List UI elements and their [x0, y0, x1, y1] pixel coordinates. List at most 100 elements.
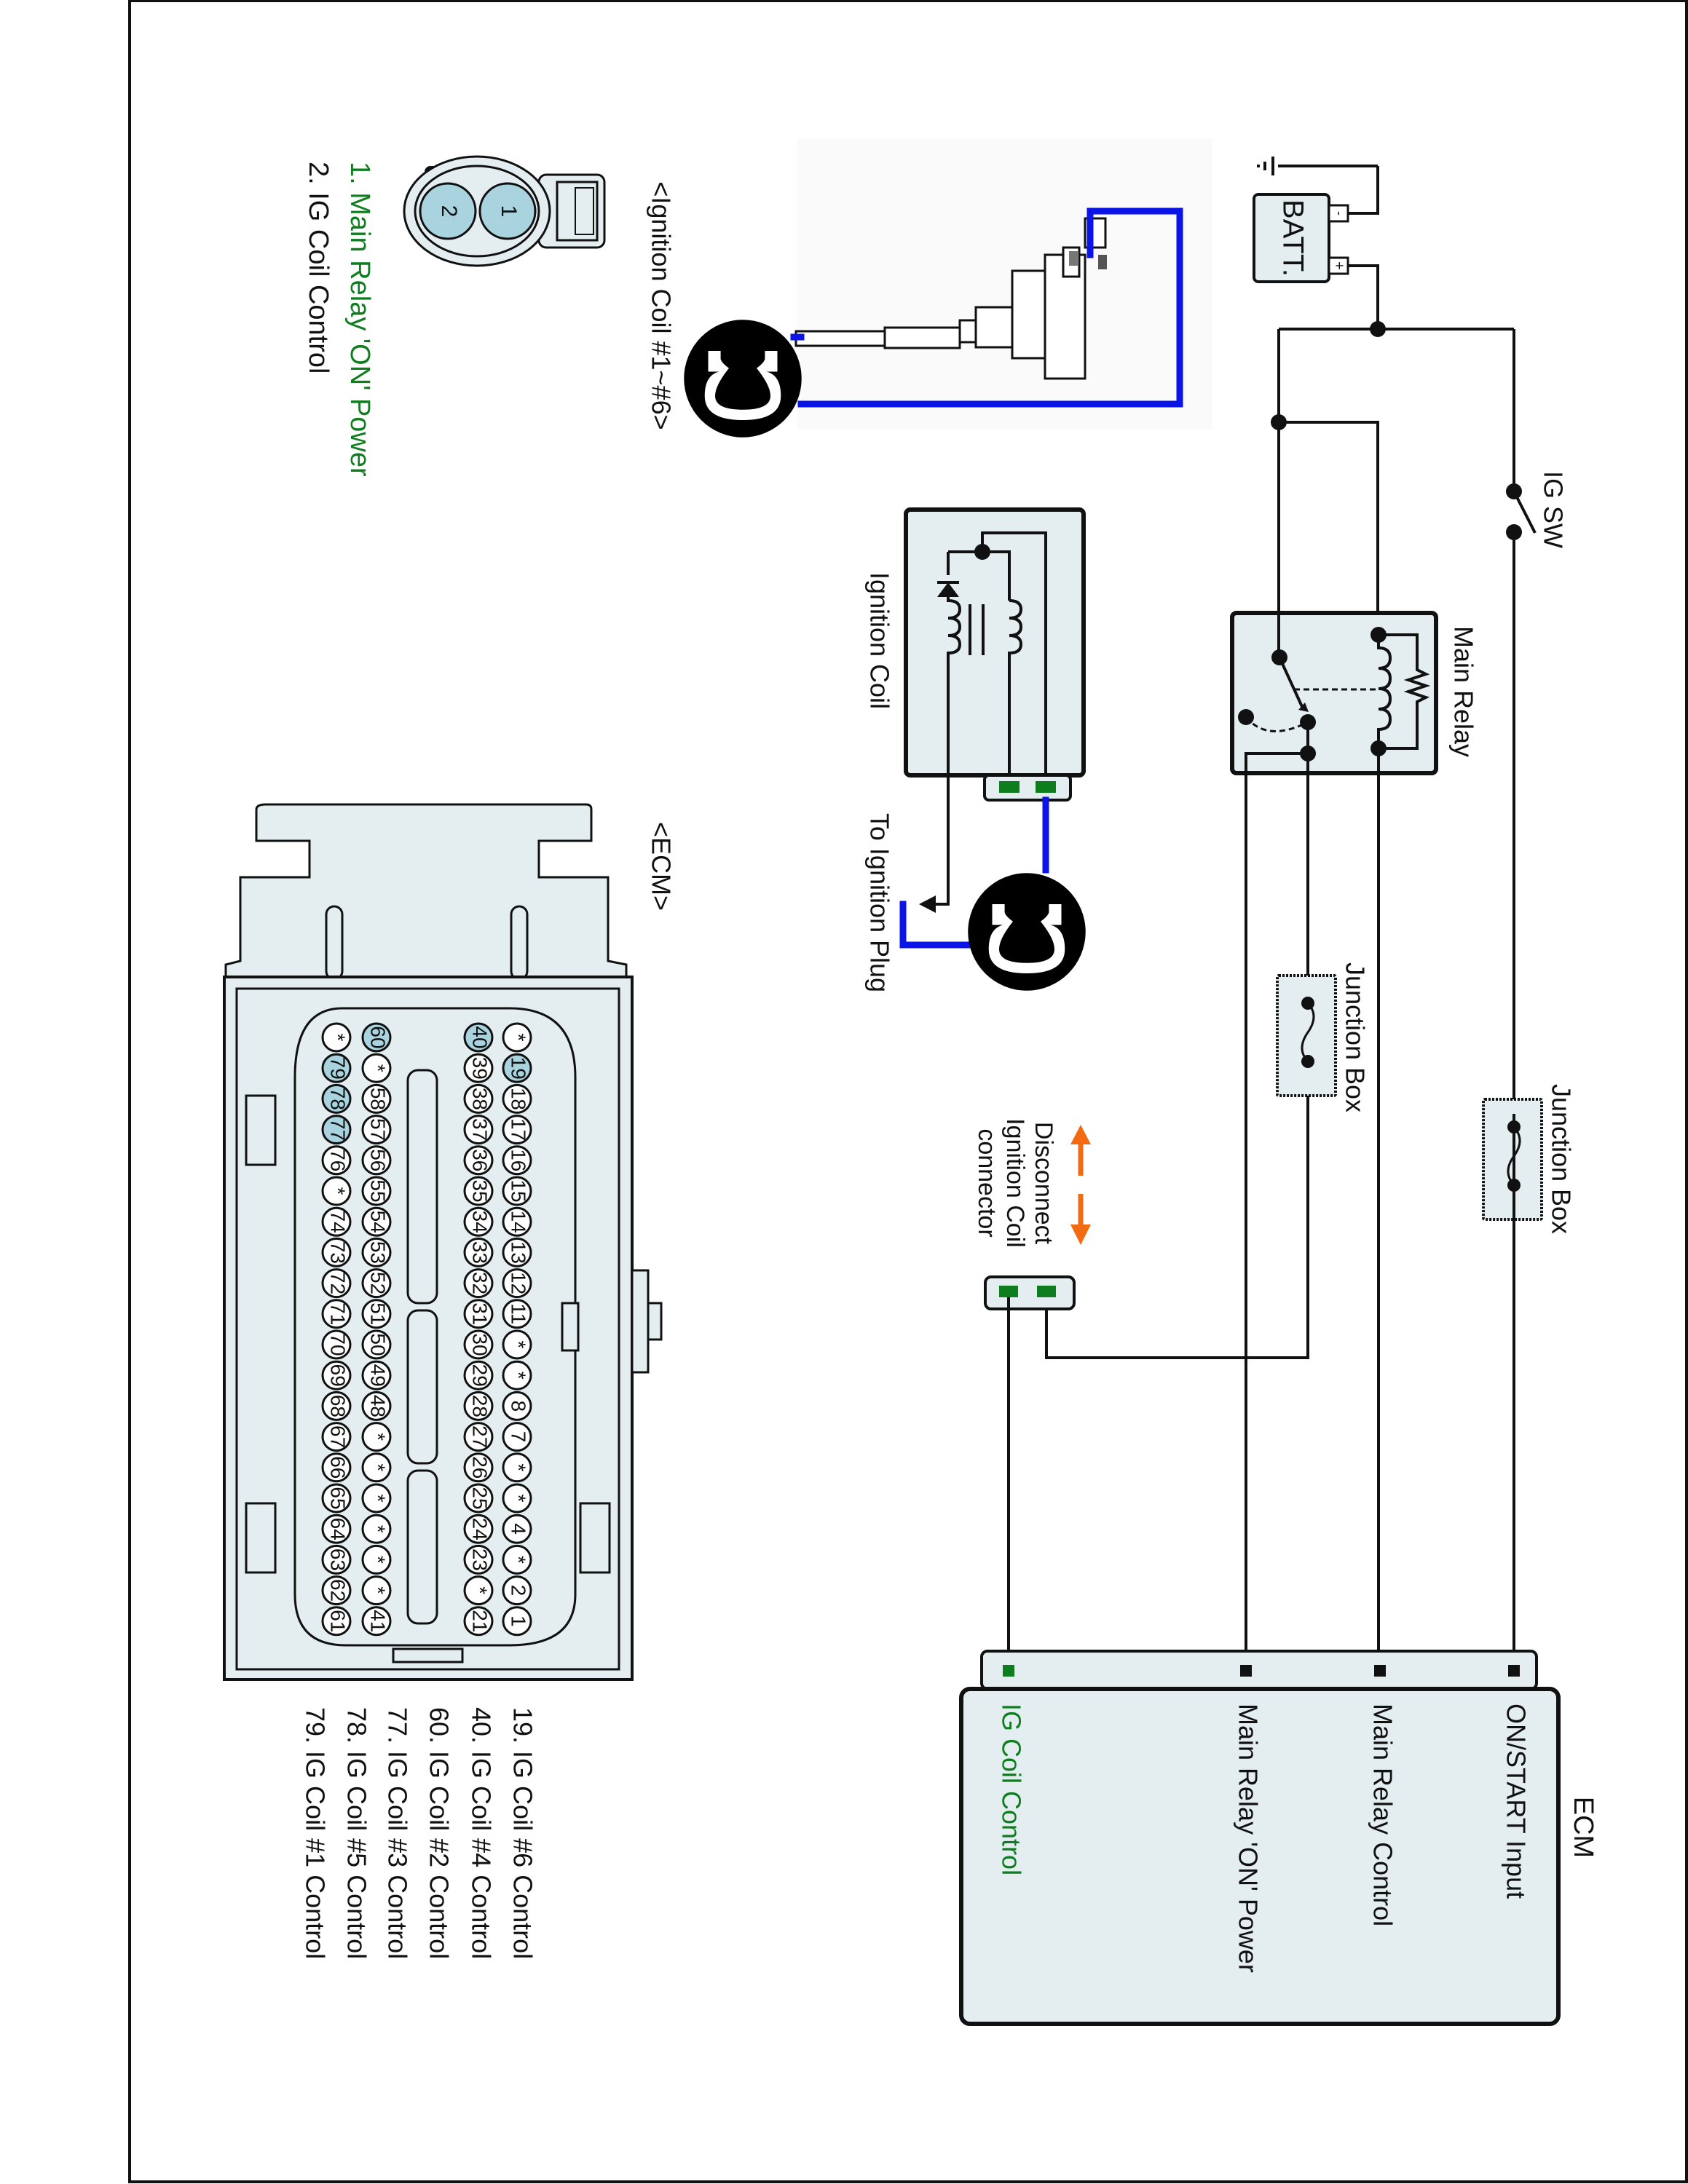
ig-switch-label: IG SW — [1538, 471, 1568, 548]
ecm-pin — [321, 1483, 352, 1514]
ecm-pin-label: 52 — [367, 1272, 390, 1294]
ecm-pin — [321, 1422, 352, 1452]
ecm-pin-label: 70 — [327, 1333, 350, 1356]
main-relay: Main Relay — [1230, 414, 1478, 775]
ecm-pin — [502, 1390, 532, 1421]
ecm-legend-item: 79. IG Coil #1 Control — [300, 1707, 330, 1959]
junction-box-2: Junction Box — [1482, 1084, 1576, 1234]
ecm-pin-label: 7 — [508, 1431, 530, 1443]
ecm-pin — [361, 1390, 392, 1421]
ecm-pin — [361, 1422, 392, 1452]
ecm-pin — [321, 1452, 352, 1483]
ecm-pin — [502, 1268, 532, 1299]
ecm-pin-label: 72 — [327, 1272, 350, 1294]
ignition-coil-schematic: Ignition Coil To Ignition Plug — [864, 507, 1086, 992]
ecm-pin — [361, 1268, 392, 1299]
ecm-pin-label: * — [367, 1556, 390, 1564]
ecm-pin-label: 51 — [367, 1302, 390, 1325]
ecm-pin-label: 38 — [469, 1088, 492, 1110]
ecm-pin — [463, 1390, 494, 1421]
ecm-pin-label: * — [508, 1463, 530, 1471]
ecm-pin — [361, 1299, 392, 1329]
ecm-pin — [321, 1083, 352, 1114]
ecm-pin-label: 74 — [327, 1211, 350, 1233]
battery: - + BATT. — [1253, 193, 1349, 283]
ecm-pin-label: 54 — [367, 1211, 390, 1233]
ecm-pin-label: 1 — [508, 1615, 530, 1627]
ecm-pin — [361, 1544, 392, 1575]
ecm-pin-label: * — [508, 1372, 530, 1380]
ecm-pin-label: 65 — [327, 1487, 350, 1509]
ecm-pin-label: 26 — [469, 1456, 492, 1479]
ecm-pin — [321, 1390, 352, 1421]
ecm-pin — [361, 1575, 392, 1606]
ecm-pin-label: 57 — [367, 1118, 390, 1141]
ecm-pin — [321, 1544, 352, 1575]
ecm-pin-label: 30 — [469, 1333, 492, 1356]
ecm-block: ECM ON/START Input Main Relay Control Ma… — [959, 1650, 1598, 2026]
disconnect-label-line3: connector — [973, 1128, 1001, 1237]
ecm-pin-label: 14 — [508, 1211, 530, 1233]
ecm-pin — [463, 1452, 494, 1483]
ig-switch: IG SW — [1506, 471, 1568, 548]
ecm-connector-title: <ECM> — [646, 822, 676, 911]
ecm-pin-label: 71 — [327, 1302, 350, 1325]
ecm-pin — [502, 1053, 532, 1083]
ecm-pin — [502, 1544, 532, 1575]
ecm-pin-label: 63 — [327, 1548, 350, 1571]
ecm-pin-label: * — [367, 1433, 390, 1441]
coil-legend-1: 1. Main Relay 'ON' Power — [344, 162, 375, 477]
page-frame — [128, 0, 1688, 2183]
ecm-pin — [463, 1329, 494, 1360]
ecm-pin — [463, 1145, 494, 1176]
ecm-pin — [361, 1483, 392, 1514]
ecm-pin-label: 8 — [508, 1401, 530, 1412]
ecm-pin-label: 12 — [508, 1272, 530, 1294]
ecm-pin — [502, 1237, 532, 1267]
ecm-pin — [321, 1360, 352, 1390]
ecm-pin-label: * — [367, 1064, 390, 1072]
ecm-legend-item: 77. IG Coil #3 Control — [382, 1707, 412, 1959]
ecm-pin — [463, 1299, 494, 1329]
ecm-terminal-on-start: ON/START Input — [1501, 1704, 1531, 1899]
ecm-legend-item: 19. IG Coil #6 Control — [508, 1707, 537, 1959]
ecm-terminal-relay-control: Main Relay Control — [1368, 1704, 1397, 1926]
ecm-pin-label: 19 — [508, 1057, 530, 1080]
ecm-pin-label: * — [367, 1463, 390, 1471]
coil-connector-title: <Ignition Coil #1~#6> — [646, 181, 676, 430]
ecm-pin — [361, 1606, 392, 1637]
ecm-pin-label: 32 — [469, 1272, 492, 1294]
ecm-pin — [502, 1022, 532, 1053]
ecm-pin-label: 49 — [367, 1364, 390, 1387]
ecm-pin-label: 78 — [327, 1088, 350, 1110]
ecm-pin — [463, 1053, 494, 1083]
omega-coil-icon — [684, 320, 802, 438]
ecm-pin-label: * — [469, 1586, 492, 1594]
ecm-pin — [361, 1176, 392, 1206]
ecm-pin — [321, 1575, 352, 1606]
ecm-pin-label: 66 — [327, 1456, 350, 1479]
ecm-pin-label: 68 — [327, 1395, 350, 1417]
ecm-pin-label: 77 — [327, 1118, 350, 1141]
ecm-pin-label: 16 — [508, 1149, 530, 1171]
ecm-pin — [321, 1176, 352, 1206]
ecm-pin — [502, 1145, 532, 1176]
junction-box-2-label: Junction Box — [1546, 1084, 1576, 1234]
ecm-pin — [321, 1053, 352, 1083]
ecm-legend-item: 40. IG Coil #4 Control — [466, 1707, 496, 1959]
ecm-pin — [361, 1237, 392, 1267]
ecm-pin — [502, 1514, 532, 1544]
ecm-pin-label: 76 — [327, 1149, 350, 1171]
ecm-pin — [321, 1237, 352, 1267]
ecm-pin — [321, 1514, 352, 1544]
ecm-pin — [321, 1268, 352, 1299]
ecm-pin — [361, 1206, 392, 1237]
omega-coil-icon — [968, 873, 1086, 991]
ecm-pin — [463, 1483, 494, 1514]
ecm-pin — [361, 1360, 392, 1390]
ecm-pin-label: 29 — [469, 1364, 492, 1387]
ecm-pin-label: 11 — [508, 1303, 530, 1324]
ecm-pin — [502, 1606, 532, 1637]
ecm-pin-label: 61 — [327, 1610, 350, 1632]
coil-pin-1: 1 — [497, 205, 521, 218]
